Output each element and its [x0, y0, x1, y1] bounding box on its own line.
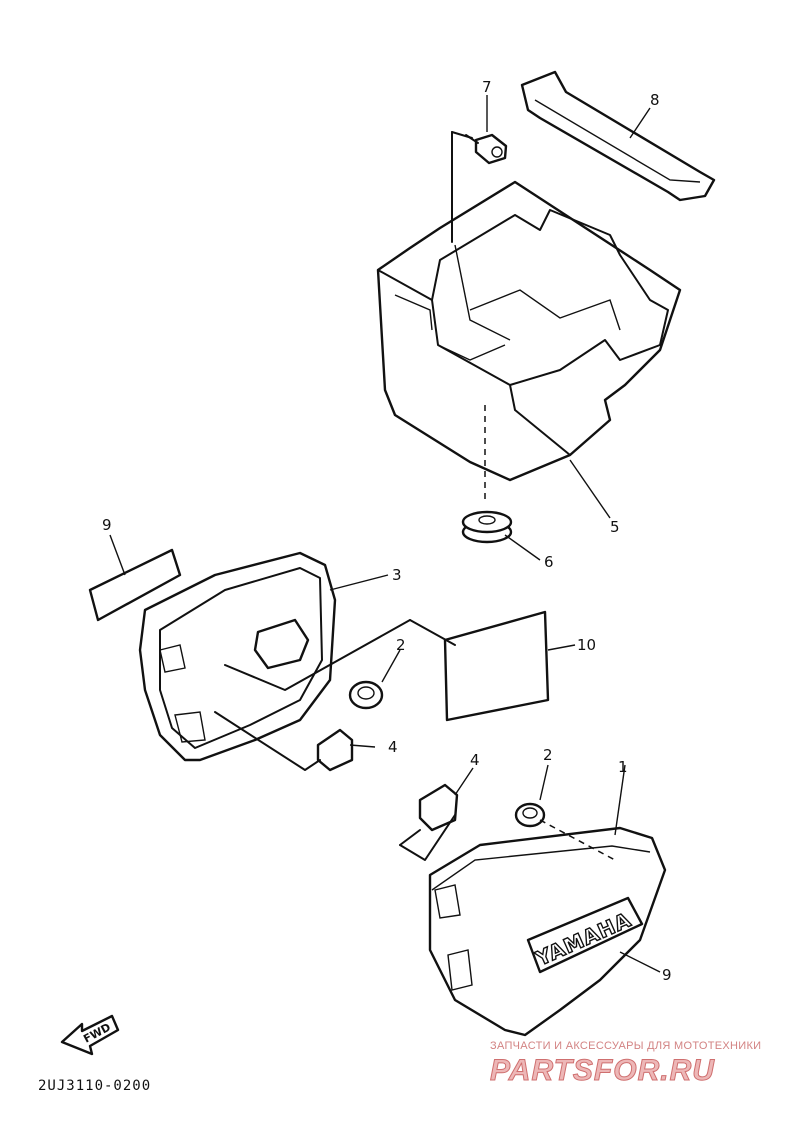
pad-part: [443, 610, 550, 722]
callout-7: 7: [482, 78, 492, 96]
watermark: ЗАПЧАСТИ И АКСЕССУАРЫ ДЛЯ МОТОТЕХНИКИ PA…: [490, 1040, 762, 1088]
side-cover-right-part: YAMAHA: [428, 826, 667, 1037]
grommet-part: [461, 510, 513, 544]
label-part-upper: [88, 548, 182, 622]
clip-part-right: [418, 783, 459, 832]
side-cover-left-part: [138, 551, 337, 762]
assembly-lines: [214, 131, 616, 861]
damper-part-left: [348, 680, 384, 710]
watermark-tagline: ЗАПЧАСТИ И АКСЕССУАРЫ ДЛЯ МОТОТЕХНИКИ: [490, 1040, 761, 1052]
bolt-part: [465, 133, 508, 165]
diagram-code: 2UJ3110-0200: [38, 1078, 151, 1094]
callout-3: 3: [392, 566, 402, 584]
callout-8: 8: [650, 91, 660, 109]
callout-6: 6: [544, 553, 554, 571]
callout-10: 10: [577, 636, 596, 654]
callout-5: 5: [610, 518, 620, 536]
callout-leaders: [109, 95, 661, 973]
battery-band-part: [520, 70, 716, 202]
watermark-logo: PARTSFOR.RU: [490, 1054, 715, 1087]
damper-part-right: [514, 802, 546, 828]
clip-part-left: [316, 728, 354, 772]
callout-9-upper: 9: [102, 516, 112, 534]
callout-4-right: 4: [470, 751, 480, 769]
fwd-arrow-icon: FWD: [60, 1014, 120, 1056]
callout-1: 1: [618, 758, 628, 776]
callout-9-lower: 9: [662, 966, 672, 984]
callout-4-left: 4: [388, 738, 398, 756]
callout-2-left: 2: [396, 636, 406, 654]
battery-box-part: [376, 180, 682, 482]
callout-numbers: 1 2 2 3 4 4 5 6 7 8 9 9 10: [102, 78, 672, 984]
callout-2-right: 2: [543, 746, 553, 764]
